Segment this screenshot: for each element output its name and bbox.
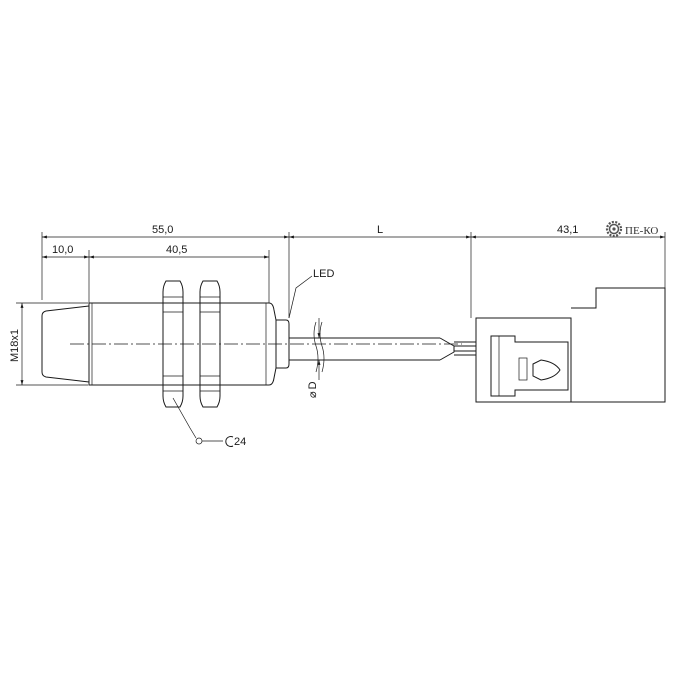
- nut-front: [162, 280, 184, 408]
- logo: ПЕ-КО: [605, 220, 658, 238]
- dimension-cable: L: [289, 224, 471, 239]
- cable-length-label: L: [377, 224, 383, 236]
- wrench-size-label: 24: [234, 436, 246, 448]
- led-callout: LED: [288, 268, 334, 319]
- wrench-icon: [225, 436, 234, 447]
- dimension-thread: 40,5: [89, 244, 269, 259]
- cable-diameter-value: D: [307, 381, 319, 389]
- cable-diameter-label: ⌀D: [307, 381, 319, 398]
- wrench-callout: 24: [172, 397, 246, 448]
- diameter-symbol: ⌀: [307, 391, 319, 398]
- logo-text: ПЕ-КО: [625, 225, 658, 237]
- sensing-face-length-label: 10,0: [52, 244, 73, 256]
- dimension-sensing-face: 10,0: [42, 244, 89, 259]
- nut-rear: [199, 280, 221, 408]
- extension-lines: [16, 232, 666, 386]
- connector: [475, 287, 666, 403]
- dimension-thread-size: M18x1: [9, 303, 24, 385]
- led-label: LED: [313, 268, 334, 280]
- dimension-cable-diameter: ⌀D: [307, 318, 321, 398]
- connector-length-label: 43,1: [557, 224, 578, 236]
- thread-length-label: 40,5: [166, 244, 187, 256]
- dimension-connector: 43,1: [471, 224, 665, 239]
- dimension-overall: 55,0: [42, 224, 289, 239]
- cable: [289, 321, 476, 373]
- thread-size-label: M18x1: [9, 329, 21, 362]
- overall-length-label: 55,0: [152, 224, 173, 236]
- gear-icon: [605, 220, 623, 238]
